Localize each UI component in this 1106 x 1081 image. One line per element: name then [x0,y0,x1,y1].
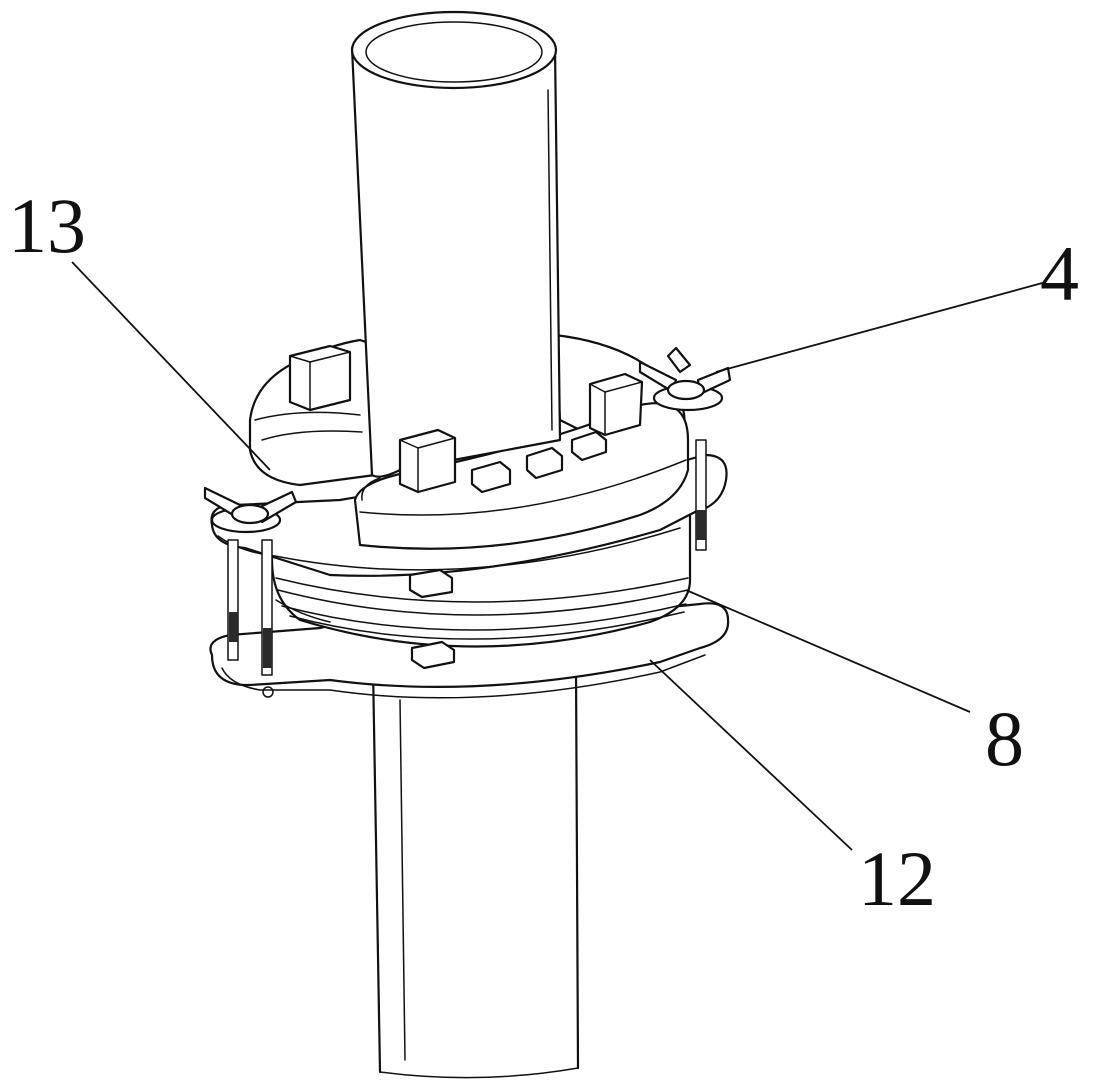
leader-line-8 [685,589,971,713]
label-12: 12 [858,835,936,922]
square-boss-right [588,372,644,437]
upper-pipe [350,10,562,478]
label-8: 8 [985,695,1024,782]
wing-nut-right [638,346,732,401]
leader-line-4 [715,281,1047,373]
leader-line-12 [649,659,853,851]
leader-line-13 [71,261,271,471]
lower-pipe [371,640,580,1079]
label-4: 4 [1040,230,1079,317]
label-13: 13 [8,182,86,269]
square-boss-left [288,344,352,412]
wing-nut-left [203,486,298,525]
hex-nuts [408,430,608,670]
square-boss-front [398,428,457,494]
